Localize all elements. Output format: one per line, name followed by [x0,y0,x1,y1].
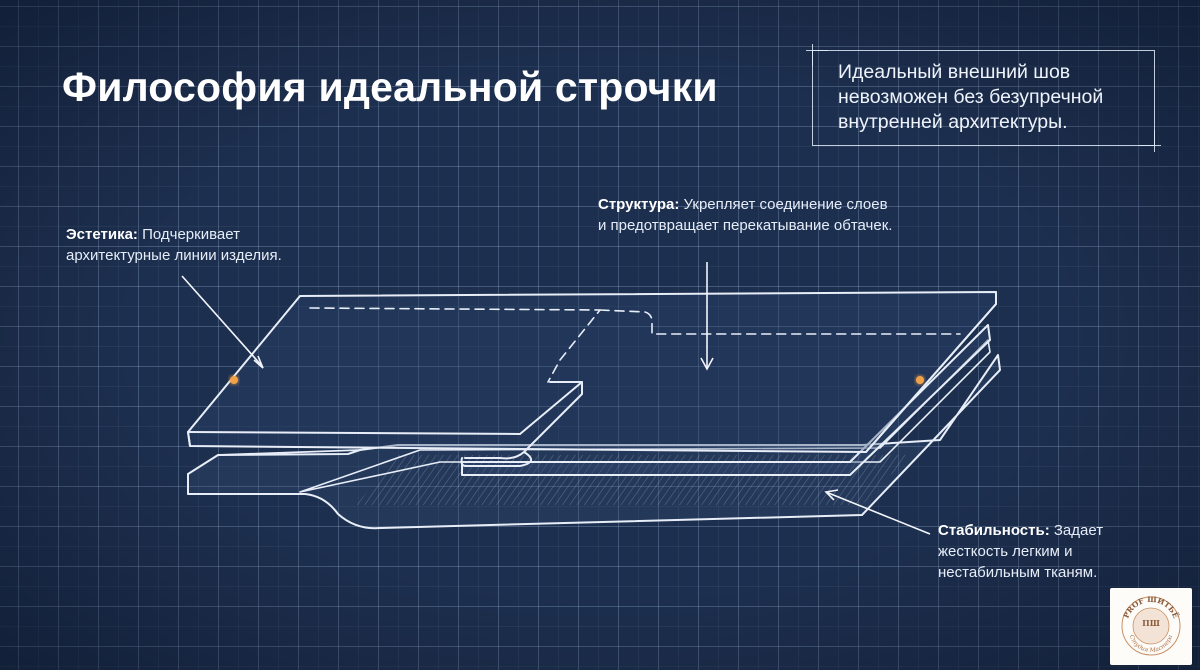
top-layer-side-edge [865,303,997,453]
callout-stability: Стабильность: Задает жесткость легким и … [938,520,1168,583]
seam-fold [464,381,583,460]
top-layer-edge [187,431,191,447]
stability-leader [825,491,931,535]
bottom-layer-hatch [356,455,910,505]
callout-aesthetics-text: Подчеркивает архитектурные линии изделия… [66,226,282,264]
stitch-end-point [916,376,924,384]
callout-structure-text: Укрепляет соединение слоев и предотвраща… [598,196,893,234]
brand-logo: PROF ШИТЬЁ Студия Мастера ПШ [1110,588,1192,665]
quote-frame [812,50,1155,146]
page-title: Философия идеальной строчки [62,64,718,110]
frame-corner-tick [1139,145,1161,146]
frame-corner-tick [806,50,828,51]
frame-corner-tick [1154,130,1155,152]
upper-step [599,309,961,335]
logo-emblem: PROF ШИТЬЁ Студия Мастера [1121,595,1181,656]
callout-structure: Структура: Укрепляет соединение слоев и … [598,194,898,236]
structure-arrowhead [700,357,714,371]
aesthetics-leader [181,275,263,367]
callout-stability-text: Задает жесткость легким и нестабильным т… [938,522,1104,581]
callout-aesthetics-label: Эстетика: [66,226,138,243]
facing-strip [461,324,991,476]
frame-corner-tick [812,44,813,66]
stability-arrowhead [824,489,839,501]
quote-text: Идеальный внешний шов невозможен без без… [838,61,1104,133]
callout-stability-label: Стабильность: [938,522,1050,539]
logo-mark: ПШ [1142,618,1160,628]
left-edge-layers [187,449,361,495]
callout-aesthetics: Эстетика: Подчеркивает архитектурные лин… [66,224,296,266]
stitch-start-point [230,376,238,384]
seam-fold-roll [460,451,532,467]
callout-structure-label: Структура: [598,196,680,213]
quote-box: Идеальный внешний шов невозможен без без… [806,44,1161,152]
hidden-edge [309,307,601,383]
top-layer [187,291,997,453]
aesthetics-arrowhead [253,355,264,369]
top-layer-front-edge [187,431,521,435]
